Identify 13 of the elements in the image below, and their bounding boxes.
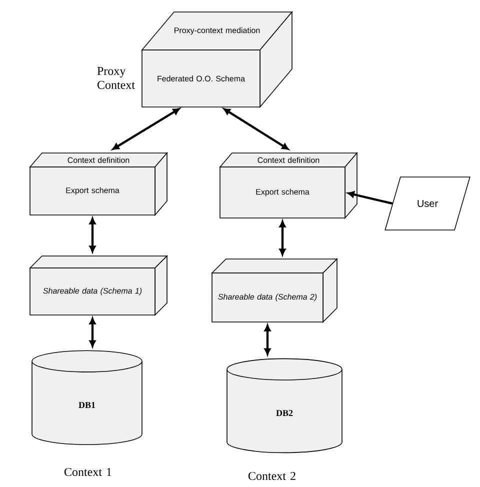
context-label: Context 1 (64, 468, 112, 476)
database-cylinder: DB1 (32, 350, 142, 446)
context-label: Proxy Context (97, 67, 135, 89)
user-parallelogram: User (384, 176, 470, 230)
arrow (264, 324, 271, 356)
arrow (223, 108, 289, 150)
database-cylinder: DB2 (226, 358, 342, 454)
arrow (348, 191, 393, 205)
arrow (89, 218, 96, 252)
context-label: Context 2 (248, 472, 296, 480)
arrow (279, 220, 286, 256)
arrow (112, 108, 180, 150)
arrow (89, 318, 96, 347)
